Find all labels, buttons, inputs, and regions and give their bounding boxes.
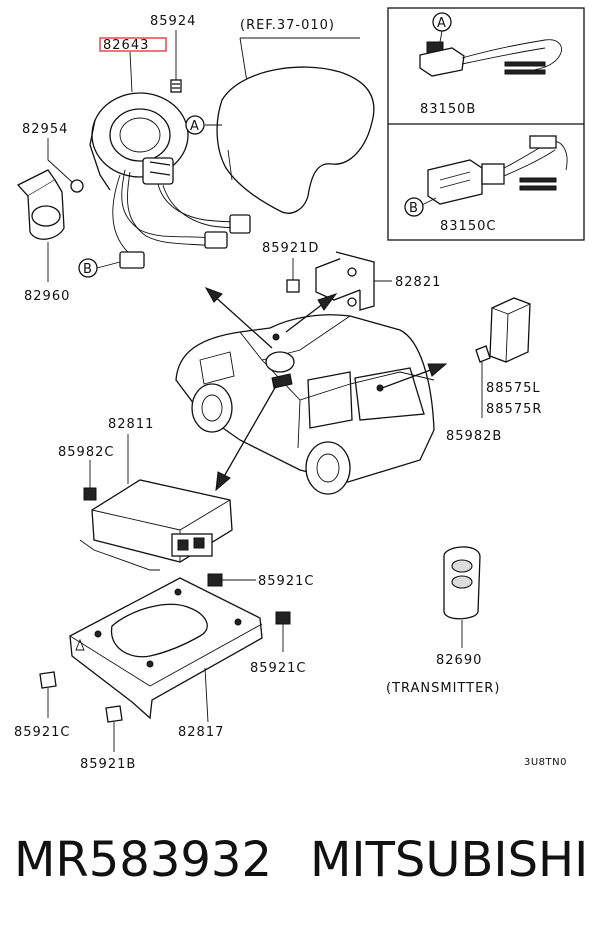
- label-85924: 85924: [150, 14, 196, 29]
- label-transmitter: (TRANSMITTER): [386, 681, 500, 696]
- location-arrows: [204, 287, 448, 492]
- bolts-85921C: 85921C 85921C 85921C: [14, 573, 314, 740]
- label-82821: 82821: [395, 275, 441, 290]
- label-85982C: 85982C: [58, 445, 114, 460]
- label-82960: 82960: [24, 289, 70, 304]
- side-sensor-88575: 88575L 88575R 85982B: [446, 297, 542, 444]
- screw-85924: 85924: [150, 14, 196, 93]
- vehicle-illustration: [175, 314, 435, 495]
- marker-a-inset-label: A: [437, 16, 447, 31]
- bracket-82960: 82954 82960: [16, 122, 84, 304]
- bolt-85921B: 85921B: [80, 705, 136, 772]
- label-83150B: 83150B: [420, 102, 476, 117]
- marker-a-label: A: [190, 119, 200, 134]
- highlight-box-82643: [99, 37, 167, 52]
- inset-box: A 83150B B 83150C: [387, 7, 585, 241]
- label-85921B: 85921B: [80, 757, 136, 772]
- label-85921C-b: 85921C: [250, 661, 306, 676]
- diagram-code: 3U8TN0: [524, 757, 567, 768]
- brand-name: MITSUBISHI: [310, 832, 589, 888]
- bracket-82817: 82817: [69, 577, 263, 740]
- marker-b-icon: [404, 197, 424, 217]
- label-85921C-a: 85921C: [258, 574, 314, 589]
- clock-spring-82643: 82643: [89, 37, 251, 269]
- marker-b-group: B: [78, 258, 121, 278]
- label-82954: 82954: [22, 122, 68, 137]
- marker-b-inset-label: B: [409, 201, 419, 216]
- srs-control-unit-82811: 82811 85982C: [58, 417, 233, 571]
- front-sensor-82821: 85921D 82821: [262, 241, 441, 311]
- label-85921D: 85921D: [262, 241, 319, 256]
- transmitter-82690: 82690 (TRANSMITTER): [386, 546, 500, 696]
- part-number: MR583932: [14, 832, 272, 888]
- marker-a-icon: [185, 115, 205, 135]
- label-88575L: 88575L: [486, 381, 541, 396]
- parts-diagram: 82643 85924 (REF.37-010) A: [14, 7, 585, 772]
- caption: MR583932 MITSUBISHI: [0, 832, 600, 902]
- label-82643: 82643: [103, 38, 149, 53]
- label-82811: 82811: [108, 417, 154, 432]
- label-82690: 82690: [436, 653, 482, 668]
- label-ref: (REF.37-010): [240, 18, 335, 33]
- label-88575R: 88575R: [486, 402, 542, 417]
- airbag-module-ref: (REF.37-010) A: [185, 18, 375, 214]
- label-85982B: 85982B: [446, 429, 502, 444]
- label-82817: 82817: [178, 725, 224, 740]
- label-83150C: 83150C: [440, 219, 496, 234]
- label-85921C-c: 85921C: [14, 725, 70, 740]
- marker-b-label: B: [83, 262, 93, 277]
